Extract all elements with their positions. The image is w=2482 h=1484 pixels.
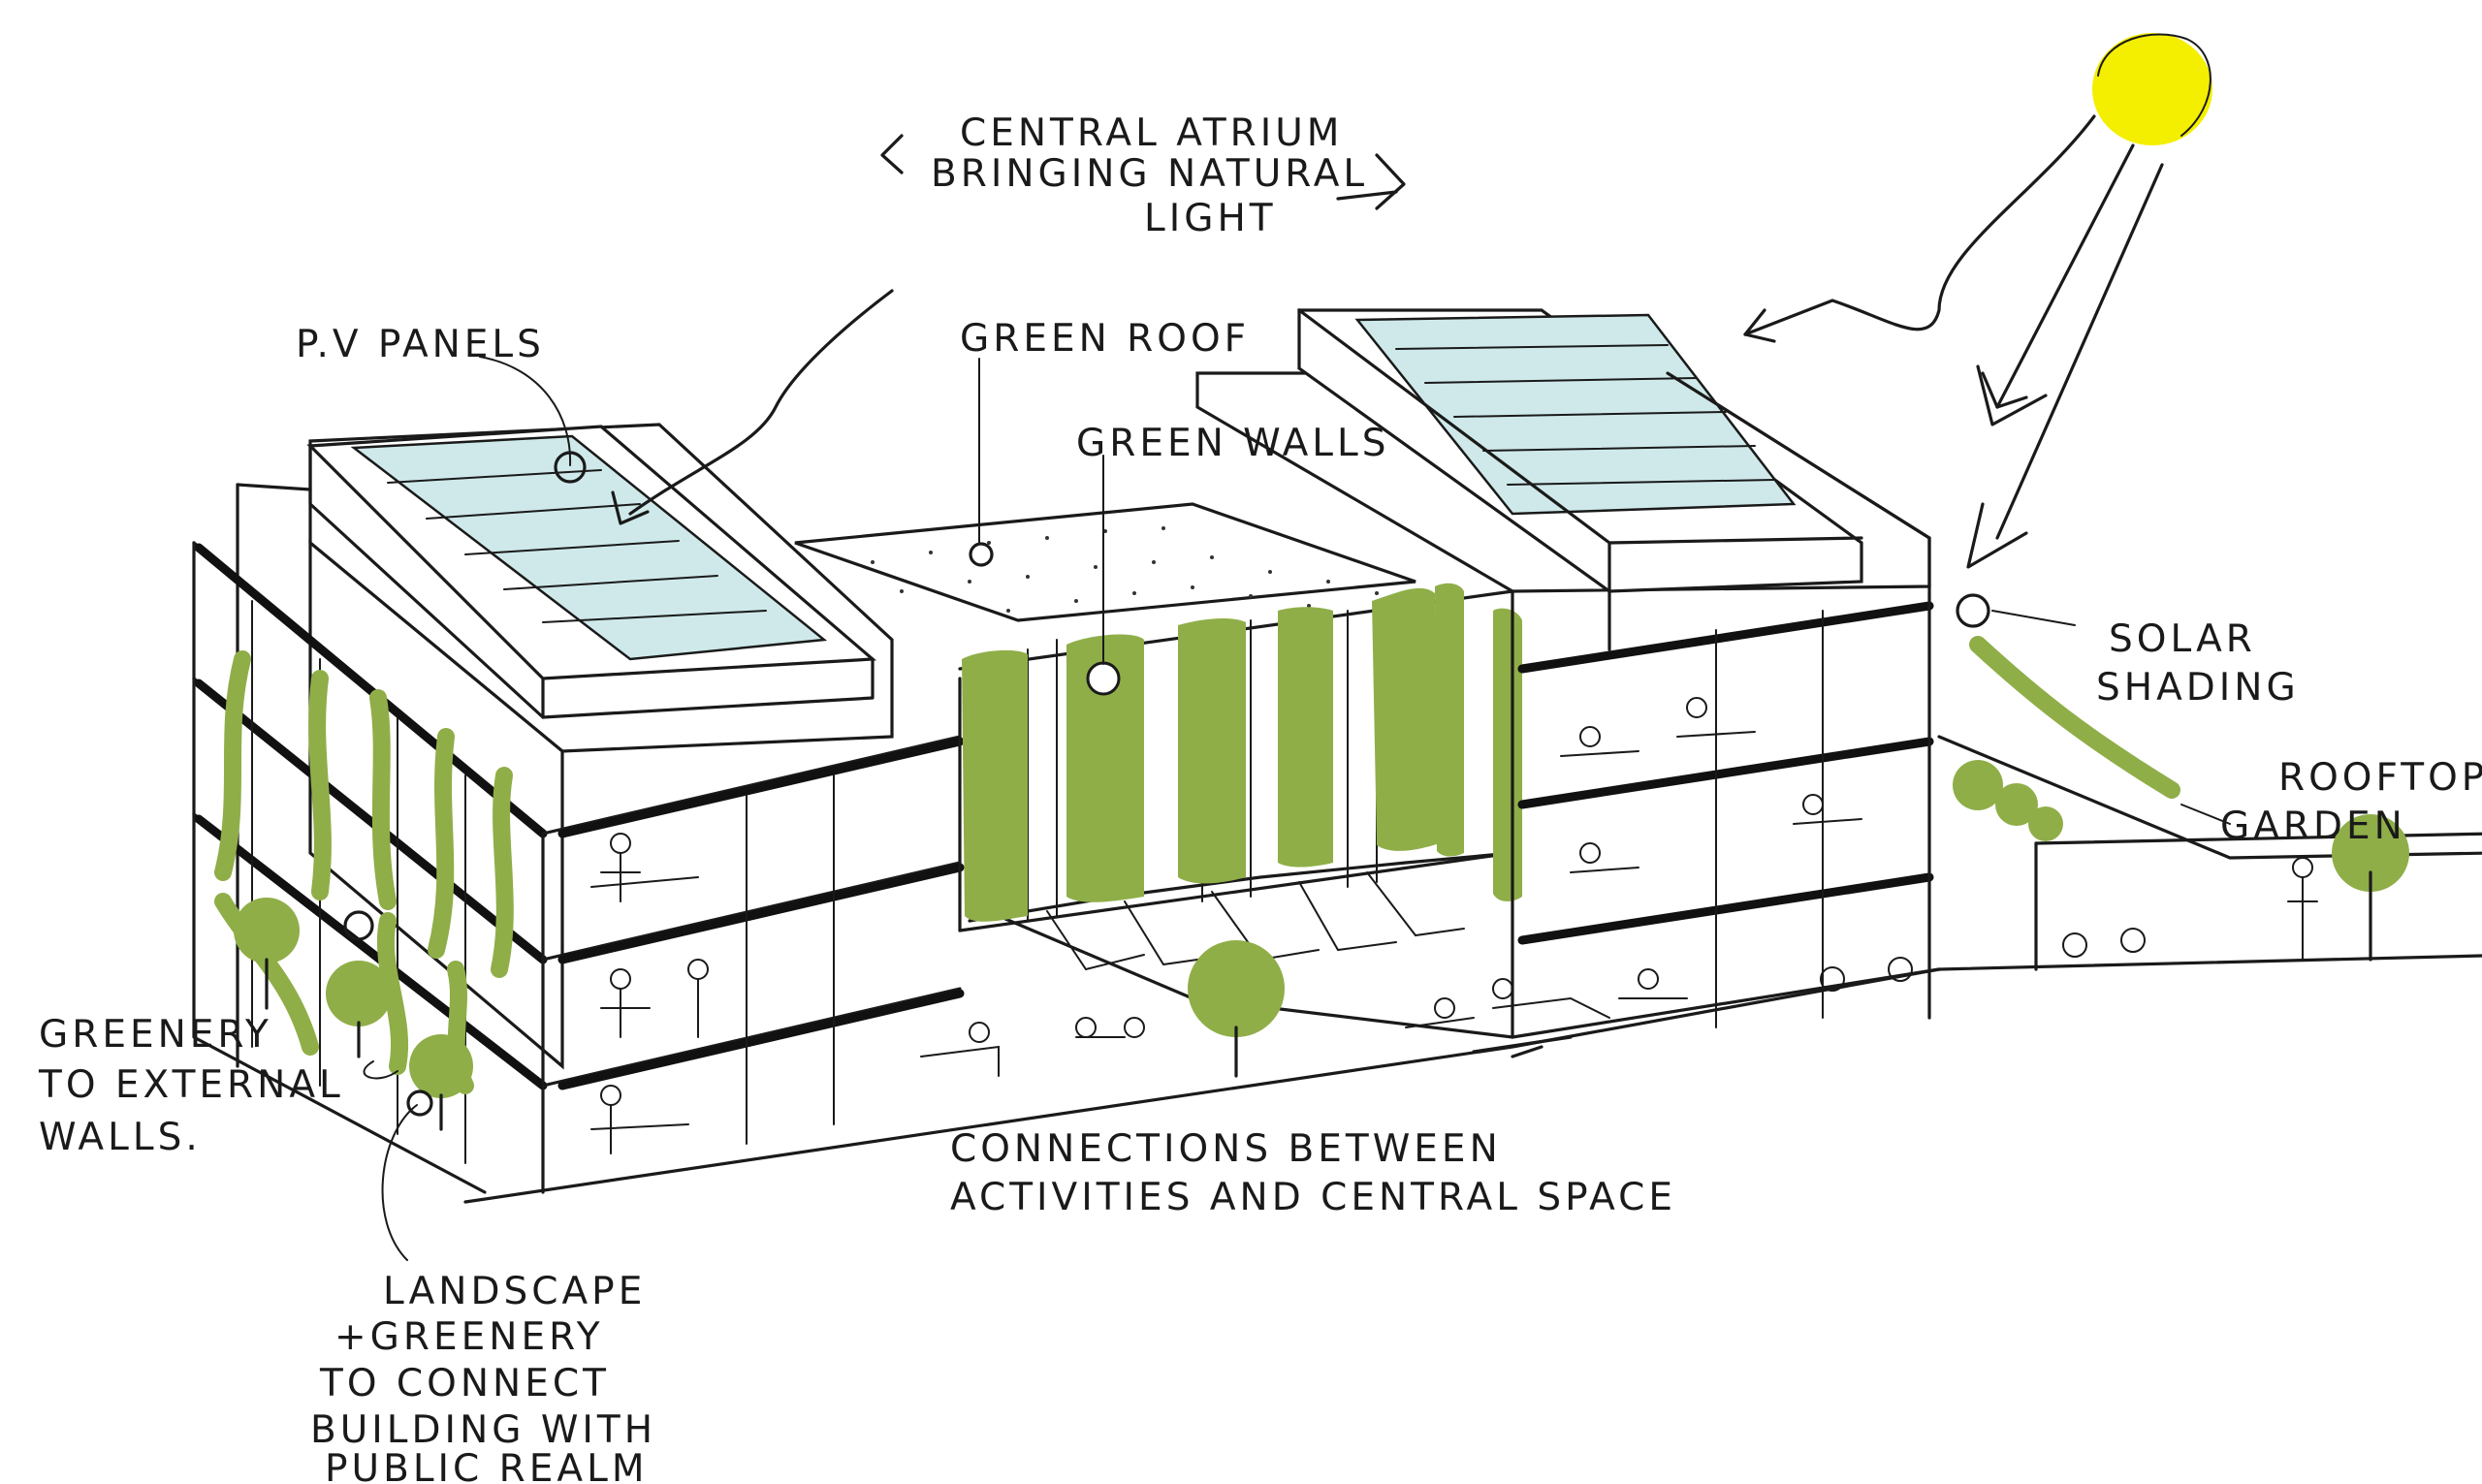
- label-central-atrium-1: CENTRAL ATRIUM: [960, 111, 1343, 155]
- rooftop-garden: [1937, 593, 2482, 971]
- label-greenery-3: WALLS.: [39, 1116, 202, 1159]
- green-walls: [962, 583, 1522, 922]
- label-solar-shading-2: SHADING: [2096, 666, 2300, 710]
- label-greenery-2: TO EXTERNAL: [38, 1063, 344, 1107]
- label-connections-2: ACTIVITIES AND CENTRAL SPACE: [950, 1176, 1676, 1219]
- label-green-roof: GREEN ROOF: [960, 317, 1250, 361]
- label-solar-shading-1: SOLAR: [2109, 617, 2256, 661]
- label-landscape-2: +GREENERY: [334, 1315, 604, 1359]
- label-central-atrium-2: BRINGING NATURAL: [931, 152, 1368, 196]
- left-wing: [192, 423, 965, 1194]
- interior-figures: [590, 697, 2146, 1154]
- label-landscape-4: BUILDING WITH: [310, 1408, 656, 1452]
- label-pv-panels: P.V PANELS: [296, 323, 545, 366]
- label-landscape-1: LANDSCAPE: [383, 1270, 646, 1313]
- label-rooftop-garden-2: GARDEN: [2220, 805, 2406, 848]
- central-atrium: [794, 502, 1514, 1039]
- label-landscape-5: PUBLIC REALM: [325, 1447, 648, 1484]
- label-green-walls: GREEN WALLS: [1076, 422, 1390, 465]
- atrium-arrow: [880, 134, 1406, 210]
- sun-icon: [2092, 33, 2212, 145]
- trees-left: [234, 898, 1285, 1131]
- right-wing: [1195, 308, 1941, 1039]
- sunlight-arrows: [1743, 114, 2164, 569]
- label-greenery-1: GREENERY: [39, 1013, 272, 1057]
- label-landscape-3: TO CONNECT: [319, 1362, 610, 1405]
- label-rooftop-garden-1: ROOFTOP: [2278, 756, 2482, 800]
- label-connections-1: CONNECTIONS BETWEEN: [950, 1127, 1502, 1171]
- leader-lines: [363, 289, 2231, 1261]
- label-central-atrium-3: LIGHT: [1144, 197, 1277, 240]
